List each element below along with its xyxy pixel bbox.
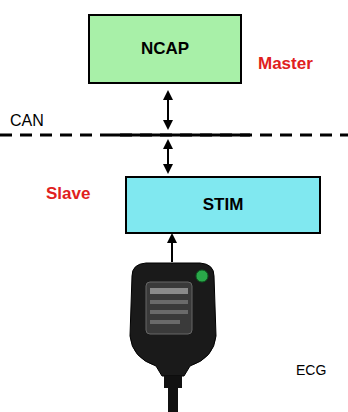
bus-label: CAN	[10, 112, 44, 130]
box-title: NCAP	[141, 39, 189, 59]
bus-arrow	[167, 141, 169, 172]
box-title: STIM	[203, 195, 244, 215]
role-label: Slave	[46, 184, 90, 204]
process-box: STIM	[125, 176, 321, 234]
role-label: Master	[258, 54, 313, 74]
bus-segment	[112, 134, 250, 137]
device-label: ECG	[296, 362, 326, 378]
signal-arrow	[171, 235, 173, 262]
bus-arrow	[167, 92, 169, 128]
ecg-device: ECG	[118, 258, 346, 412]
ecg-device-picture	[118, 258, 346, 412]
process-box: NCAP	[88, 14, 242, 84]
can-bus-line	[0, 134, 348, 137]
